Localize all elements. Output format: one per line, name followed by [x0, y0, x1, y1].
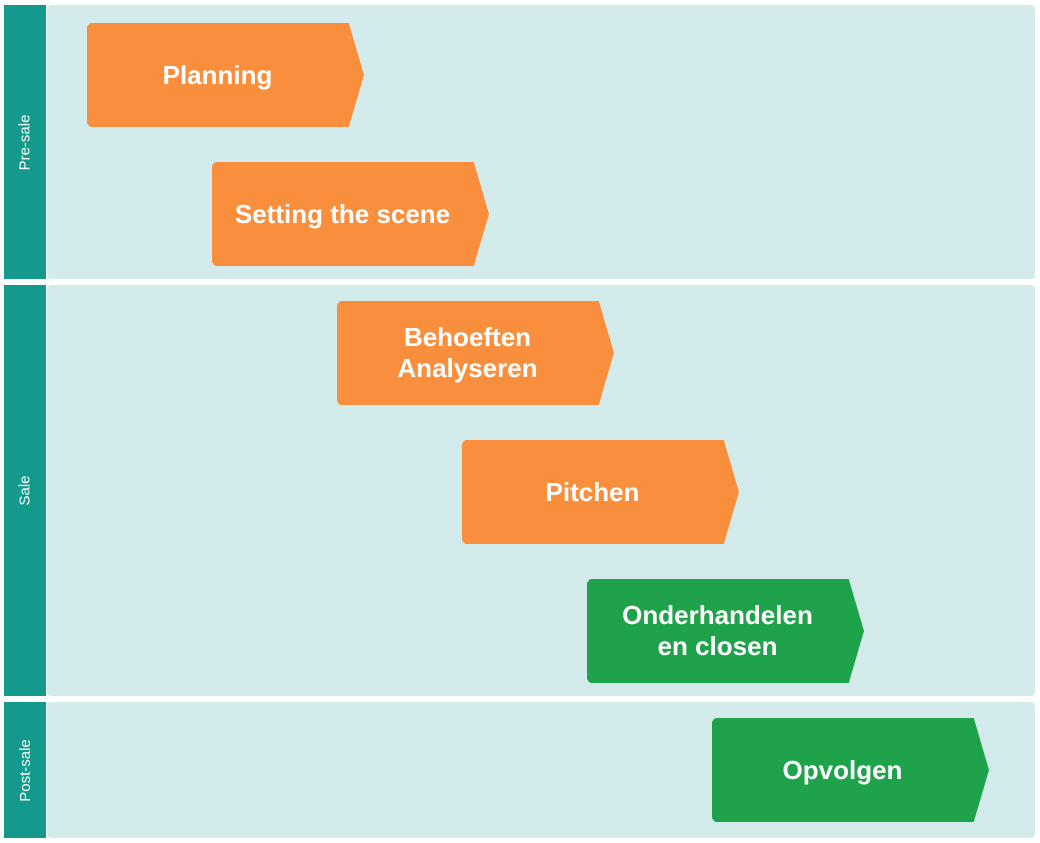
- step-pitchen: Pitchen: [462, 440, 739, 544]
- step-label: Planning: [162, 59, 273, 90]
- step-label: Pitchen: [545, 476, 640, 507]
- lane-label-text: Post-sale: [16, 738, 34, 802]
- step-opvolgen: Opvolgen: [712, 718, 989, 822]
- step-label: Setting the scene: [234, 198, 451, 229]
- lane-label-text: Pre-sale: [16, 114, 34, 170]
- step-planning: Planning: [87, 23, 364, 127]
- lane-label-post-sale: Post-sale: [4, 702, 46, 838]
- step-setting-the-scene: Setting the scene: [212, 162, 489, 266]
- lane-label-sale: Sale: [4, 285, 46, 696]
- lane-label-pre-sale: Pre-sale: [4, 5, 46, 279]
- step-label: Opvolgen: [782, 754, 903, 785]
- lane-label-text: Sale: [16, 475, 34, 506]
